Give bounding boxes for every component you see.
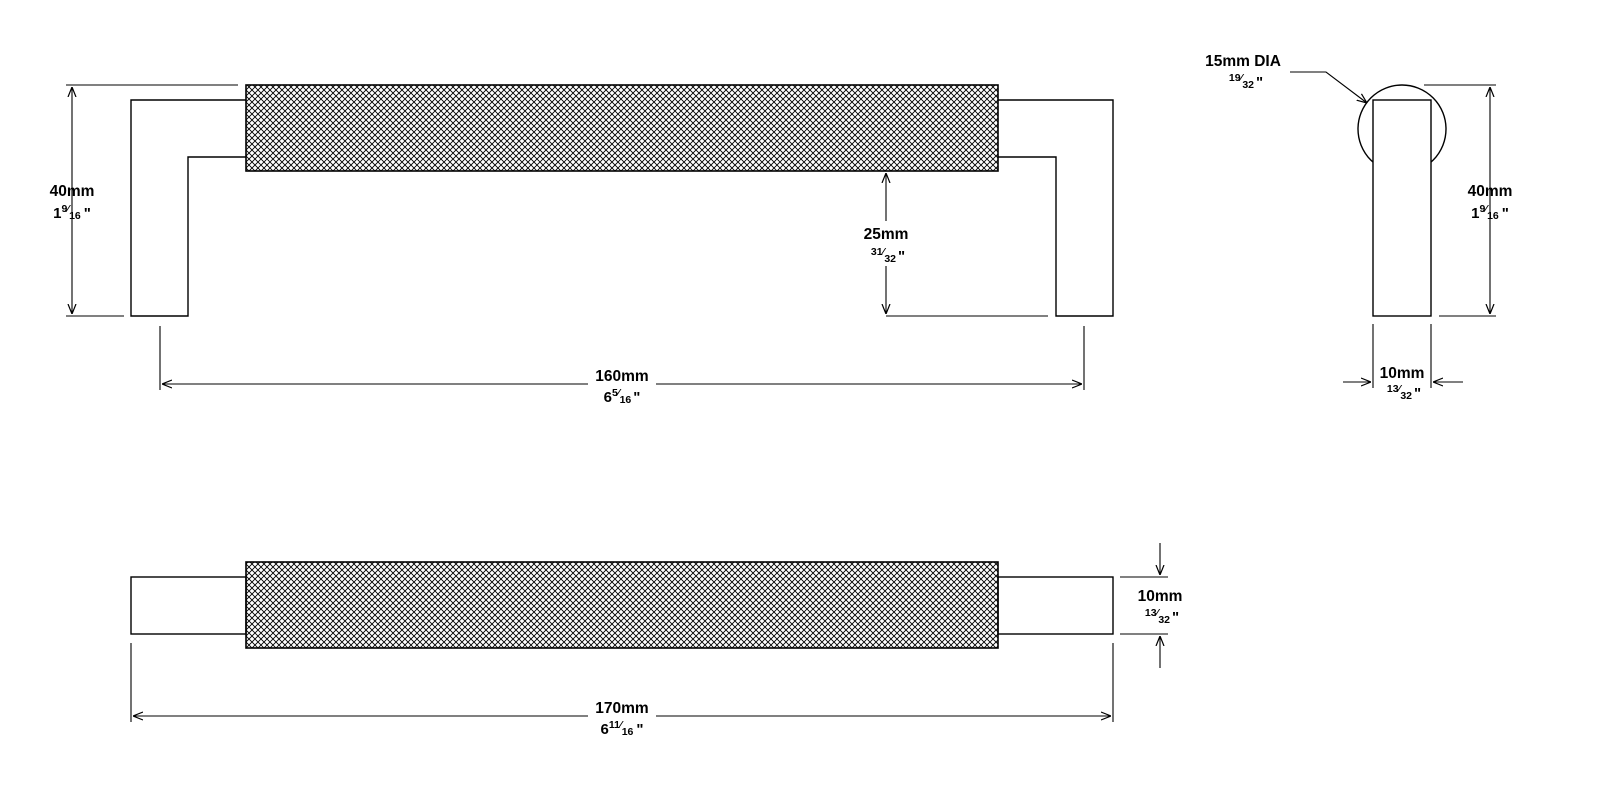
side-view	[1357, 84, 1447, 317]
dim-center-whole: 6	[604, 389, 612, 406]
svg-text:611⁄16": 611⁄16"	[600, 719, 643, 738]
dim-top-height: 40mm 19⁄16"	[50, 84, 238, 317]
dim-diameter-num: 19	[1229, 72, 1241, 84]
svg-text:13⁄32": 13⁄32"	[1145, 607, 1179, 626]
dim-center-mm: 160mm	[595, 368, 648, 385]
left-leg	[130, 99, 246, 317]
dim-center: 160mm 65⁄16"	[159, 326, 1085, 406]
dim-side-height: 40mm 19⁄16"	[1424, 84, 1513, 317]
svg-text:19⁄16": 19⁄16"	[53, 203, 91, 222]
plan-view	[130, 561, 1114, 649]
dim-overall-whole: 6	[600, 721, 608, 738]
svg-text:65⁄16": 65⁄16"	[604, 387, 641, 406]
dim-overall: 170mm 611⁄16"	[130, 643, 1114, 738]
dim-top-height-whole: 1	[53, 205, 61, 222]
plan-left-end	[130, 576, 247, 635]
dim-side-height-mm: 40mm	[1468, 183, 1513, 200]
dim-clearance-mm: 25mm	[864, 226, 909, 243]
dim-bar-thickness-num: 13	[1145, 607, 1157, 619]
dim-side-width-mm: 10mm	[1380, 365, 1425, 382]
knurled-grip	[245, 84, 999, 172]
dim-bar-thickness: 10mm 13⁄32"	[1120, 543, 1182, 668]
plan-right-end	[997, 576, 1114, 635]
svg-text:19⁄16": 19⁄16"	[1471, 203, 1509, 222]
dim-side-width-num: 13	[1387, 383, 1399, 395]
dim-top-height-mm: 40mm	[50, 183, 95, 200]
dim-diameter: 15mm DIA 19⁄32"	[1205, 53, 1367, 103]
dim-side-height-whole: 1	[1471, 205, 1479, 222]
side-view-leg	[1372, 99, 1432, 317]
svg-text:13⁄32": 13⁄32"	[1387, 383, 1421, 402]
dim-bar-thickness-mm: 10mm	[1138, 588, 1183, 605]
plan-knurled-grip	[245, 561, 999, 649]
front-view	[130, 84, 1114, 317]
dim-overall-mm: 170mm	[595, 700, 648, 717]
svg-text:19⁄32": 19⁄32"	[1229, 72, 1263, 91]
dim-side-width: 10mm 13⁄32"	[1343, 324, 1463, 402]
svg-text:31⁄32": 31⁄32"	[871, 246, 905, 265]
dim-clearance-num: 31	[871, 246, 883, 258]
dim-clearance: 25mm 31⁄32"	[864, 173, 1048, 317]
dim-diameter-mm: 15mm DIA	[1205, 53, 1281, 70]
right-leg	[998, 99, 1114, 317]
